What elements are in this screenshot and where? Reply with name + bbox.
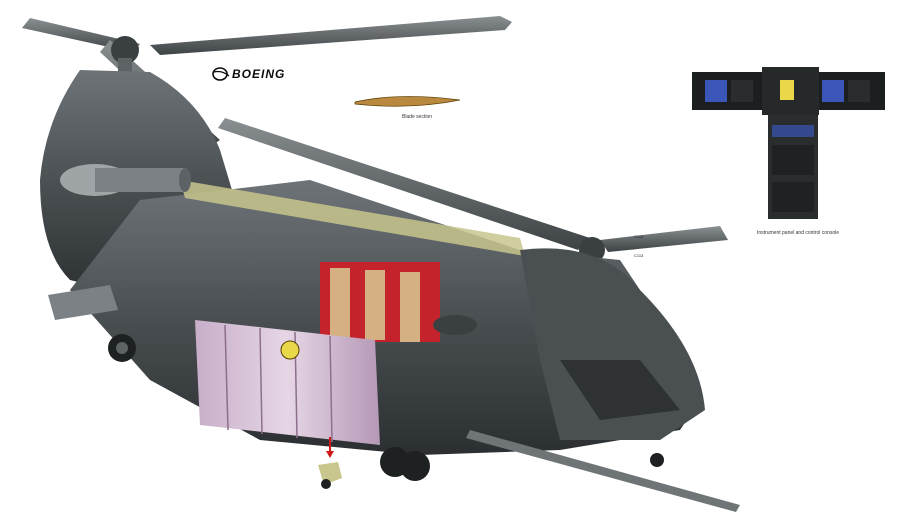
rear-rotor-blade-right [150, 16, 512, 55]
rear-engine [60, 164, 191, 196]
display-screen [848, 80, 870, 102]
callout-label: C112 [634, 234, 644, 239]
blade-section-drawing [354, 96, 461, 107]
landing-gear [108, 334, 664, 481]
center-display [780, 80, 794, 100]
front-rotor-blade-left [218, 118, 590, 250]
front-rotor-blade-right [600, 226, 728, 252]
boeing-wordmark: BOEING [232, 67, 286, 81]
display-screen [731, 80, 753, 102]
blade-section-caption: Blade section [402, 114, 433, 120]
rear-ramp [48, 285, 118, 320]
gear-detail [318, 437, 342, 489]
callout-label: C113 [634, 253, 644, 258]
instrument-panel-caption: Instrument panel and control console [757, 230, 839, 236]
cockpit-windows [560, 360, 680, 420]
boeing-logo [212, 67, 230, 81]
front-rotor [218, 118, 728, 263]
instrument-panel-inset [692, 67, 885, 219]
rear-rotor-hub [111, 36, 139, 64]
display-screen [705, 80, 727, 102]
fuel-tank-pods [195, 320, 380, 445]
display-screen [822, 80, 844, 102]
upper-deck-structure [180, 180, 525, 256]
refueling-probe [466, 430, 740, 512]
cargo-frames [320, 262, 477, 342]
